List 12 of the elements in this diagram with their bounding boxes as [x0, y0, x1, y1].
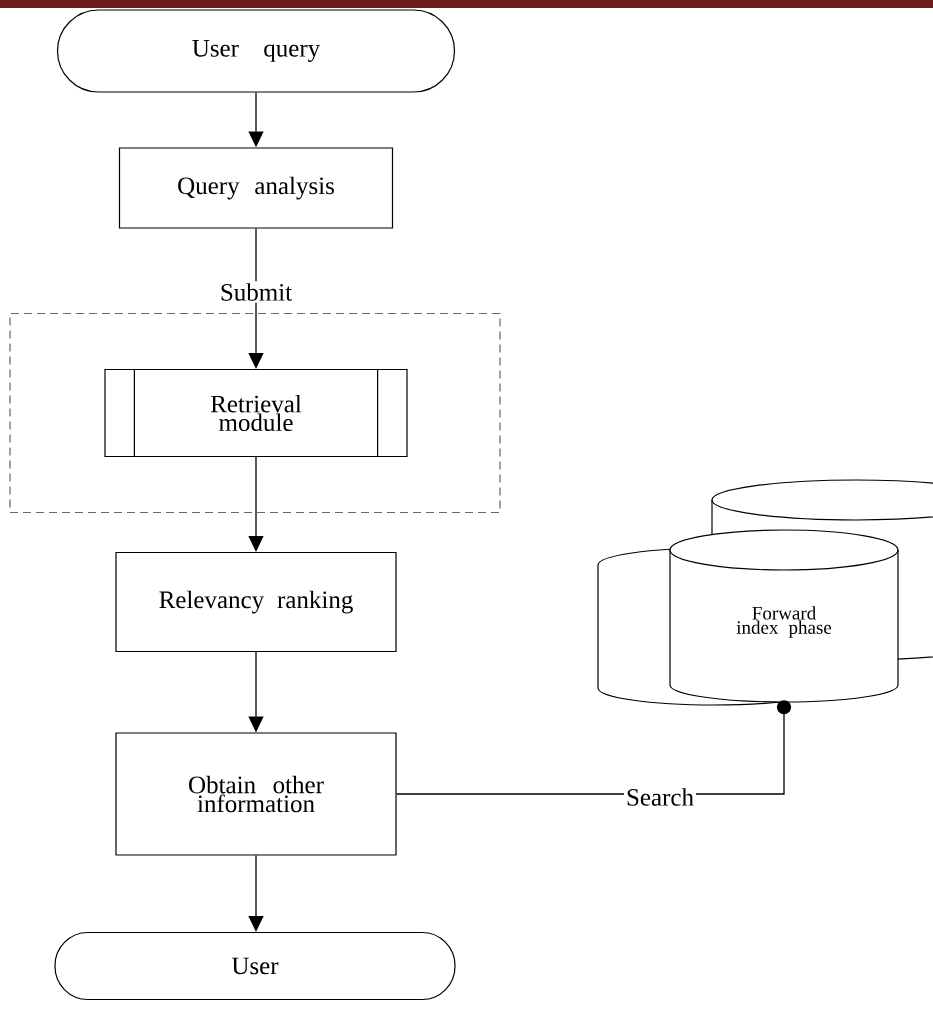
- terminal-box: User: [54, 931, 456, 1001]
- edge-label: Submit: [217, 281, 295, 303]
- process-box: Relevancy ranking: [115, 551, 397, 653]
- process-box: Query analysis: [118, 147, 394, 229]
- arrow: [248, 456, 264, 552]
- terminal-box: User query: [56, 9, 456, 93]
- module-box: Retrieval module: [104, 368, 408, 458]
- edge-label: Search: [624, 786, 696, 808]
- arrow: [248, 854, 264, 932]
- process-box: Obtain other information: [115, 732, 397, 856]
- dashed-group-box: [9, 312, 501, 514]
- database-cylinder: Forward index phase: [597, 479, 933, 706]
